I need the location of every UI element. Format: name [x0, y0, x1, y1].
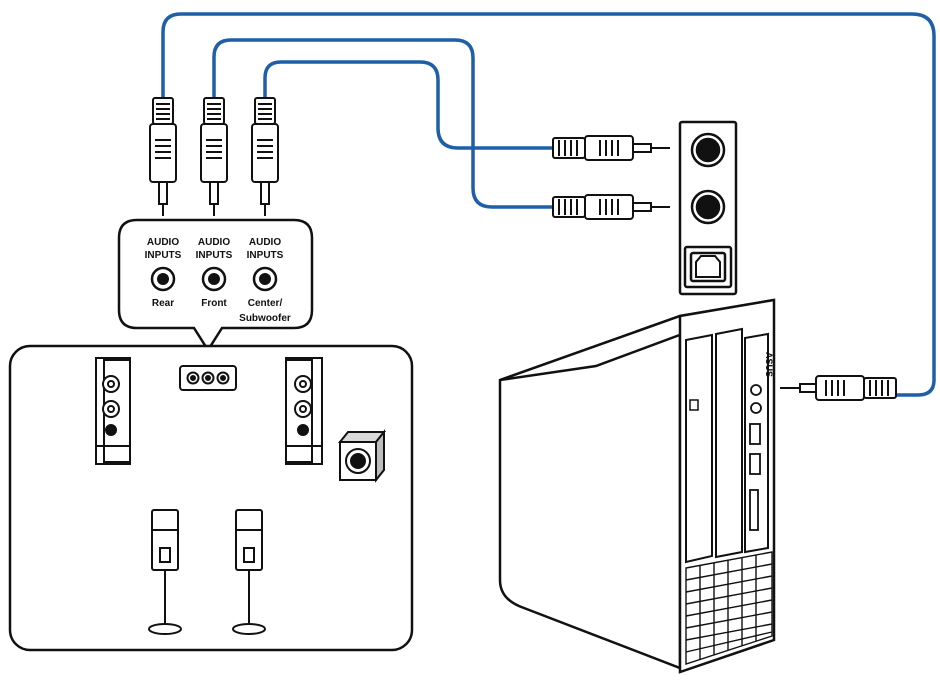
jack-rear: AUDIO INPUTS Rear: [145, 237, 182, 309]
jack-rear-label-mid: INPUTS: [145, 250, 182, 261]
center-cable: [263, 60, 555, 150]
jack-center: AUDIO INPUTS Center/ Subwoofer: [239, 237, 291, 324]
jack-center-label-mid: INPUTS: [247, 250, 284, 261]
right-front-speaker: [285, 357, 323, 465]
cables: [161, 12, 936, 397]
jack-front: AUDIO INPUTS Front: [196, 237, 233, 309]
front-cable: [212, 38, 555, 209]
jack-rear-label-bottom: Rear: [152, 298, 174, 309]
pc-brand-logo: ASUS: [764, 352, 774, 377]
plug-panel-top: [552, 135, 670, 161]
desktop-pc: ASUS: [498, 298, 776, 674]
speaker-system-panel: [8, 344, 414, 652]
plug-center: [251, 97, 279, 216]
rear-right-speaker: [232, 509, 266, 635]
pc-side-panel: [498, 314, 682, 670]
jack-center-label-bottom2: Subwoofer: [239, 313, 291, 324]
jack-front-label-mid: INPUTS: [196, 250, 233, 261]
plug-pc-front: [780, 375, 897, 401]
rear-cable: [161, 12, 936, 397]
jack-center-label-top: AUDIO: [249, 237, 281, 248]
pc-audio-panel: [678, 120, 738, 296]
left-front-speaker: [95, 357, 131, 465]
jack-front-label-bottom: Front: [201, 298, 227, 309]
plug-rear: [149, 97, 177, 216]
subwoofer: [337, 429, 387, 483]
speaker-jack-module: [179, 365, 237, 391]
rear-left-speaker: [148, 509, 182, 635]
jack-front-label-top: AUDIO: [198, 237, 230, 248]
plug-panel-bottom: [552, 194, 670, 220]
pc-front-grille: [685, 551, 773, 665]
jack-center-label-bottom: Center/: [248, 298, 283, 309]
plug-front: [200, 97, 228, 216]
jack-rear-label-top: AUDIO: [147, 237, 179, 248]
